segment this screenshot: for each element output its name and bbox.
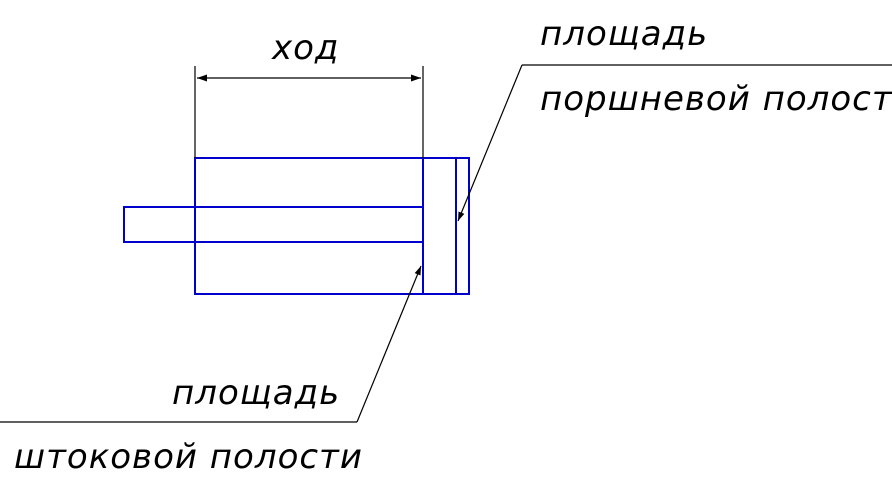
piston-area-leader-line [457, 64, 523, 222]
piston [422, 157, 457, 295]
cylinder-end-cap [455, 157, 470, 295]
cylinder-body [194, 157, 423, 295]
rod-area-label-line2: штоковой полости [14, 437, 363, 477]
cylinder [123, 157, 470, 295]
stroke-dimension [194, 66, 424, 158]
rod-area-label-line1: площадь [172, 373, 340, 413]
stroke-label: ход [271, 28, 339, 68]
piston-area-label-line2: поршневой полости [540, 79, 892, 119]
piston-rod [123, 206, 424, 243]
rod-area-leader-line [356, 265, 422, 423]
piston-area-label-line1: площадь [540, 14, 708, 54]
piston-area-leader [457, 64, 892, 222]
rod-area-leader [0, 265, 422, 423]
